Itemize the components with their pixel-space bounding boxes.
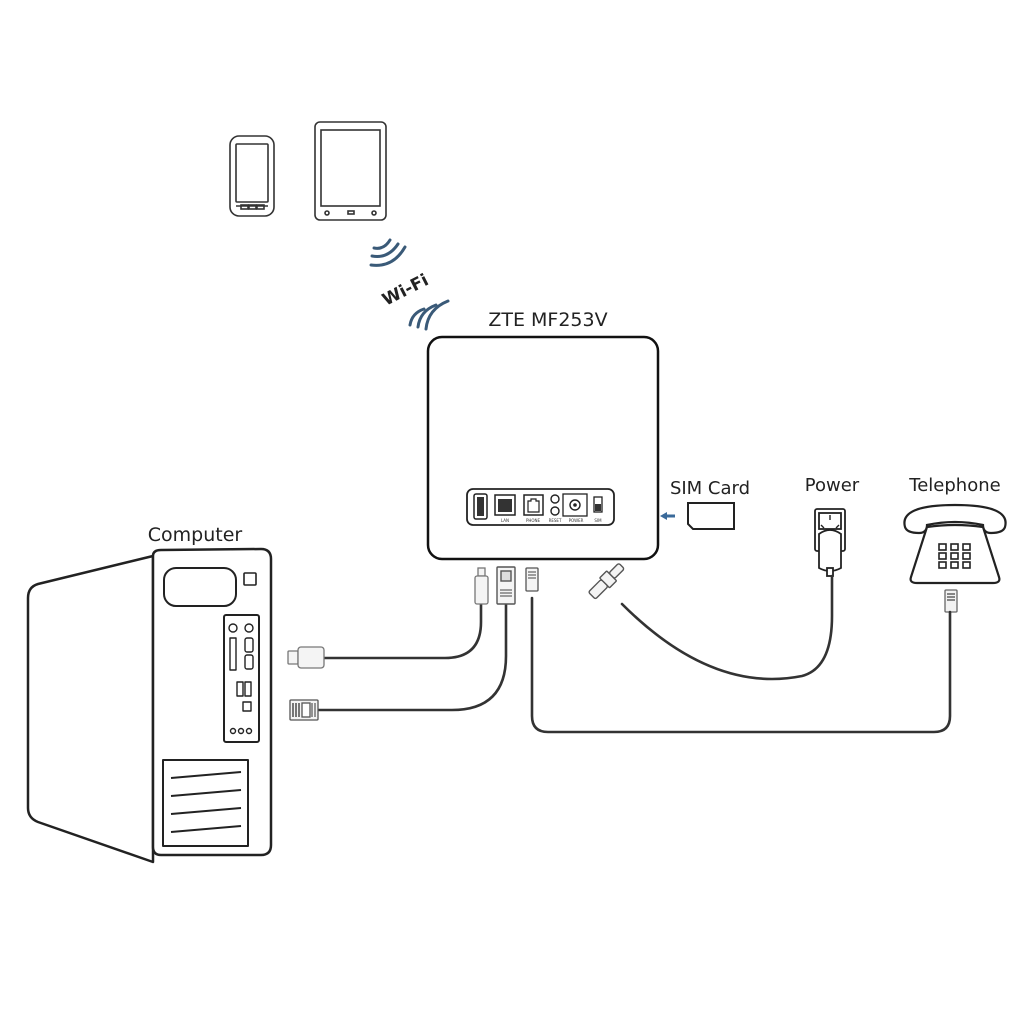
reset-button: RESET [549, 494, 562, 523]
power-port-label: POWER [569, 518, 584, 523]
lan-port: LAN [494, 494, 516, 523]
lan-port-label: LAN [501, 518, 509, 523]
sim-slot: SIM [593, 496, 603, 523]
power-cable [620, 574, 834, 681]
sim-insert-arrow-icon [660, 512, 675, 520]
power-adapter-icon [814, 508, 846, 577]
sim-card-label: SIM Card [670, 478, 750, 499]
computer-tower-icon [26, 547, 273, 864]
power-port: POWER [562, 493, 588, 523]
reset-port-label: RESET [549, 518, 562, 523]
telephone-icon [903, 503, 1007, 585]
ethernet-cable [316, 602, 508, 712]
phone-port: PHONE [523, 494, 544, 523]
wifi-signal-icon-lower [408, 299, 450, 331]
sim-card-icon [687, 502, 735, 530]
phone-cable [530, 596, 952, 734]
router: LAN PHONE RESET POWER SIM [426, 335, 660, 561]
router-model-label: ZTE MF253V [488, 309, 607, 331]
computer-label: Computer [148, 524, 243, 546]
wifi-signal-icon-upper [369, 238, 407, 267]
smartphone-icon [229, 135, 275, 217]
wifi-label: Wi-Fi [379, 270, 432, 310]
phone-port-label: PHONE [526, 518, 541, 523]
usb-port [473, 493, 488, 520]
sim-port-label: SIM [594, 518, 602, 523]
tablet-icon [314, 121, 387, 221]
usb-plug-computer-end-icon [287, 646, 325, 669]
power-label: Power [805, 475, 860, 496]
rj11-plug-router-end-icon [525, 567, 539, 592]
usb-plug-router-end-icon [474, 567, 489, 605]
telephone-rj11-plug-icon [944, 589, 958, 613]
dc-power-plug-icon [588, 563, 625, 600]
telephone-label: Telephone [908, 475, 1000, 496]
ethernet-plug-router-end-icon [496, 566, 516, 605]
ethernet-plug-computer-end-icon [289, 699, 319, 721]
usb-cable [322, 602, 483, 660]
